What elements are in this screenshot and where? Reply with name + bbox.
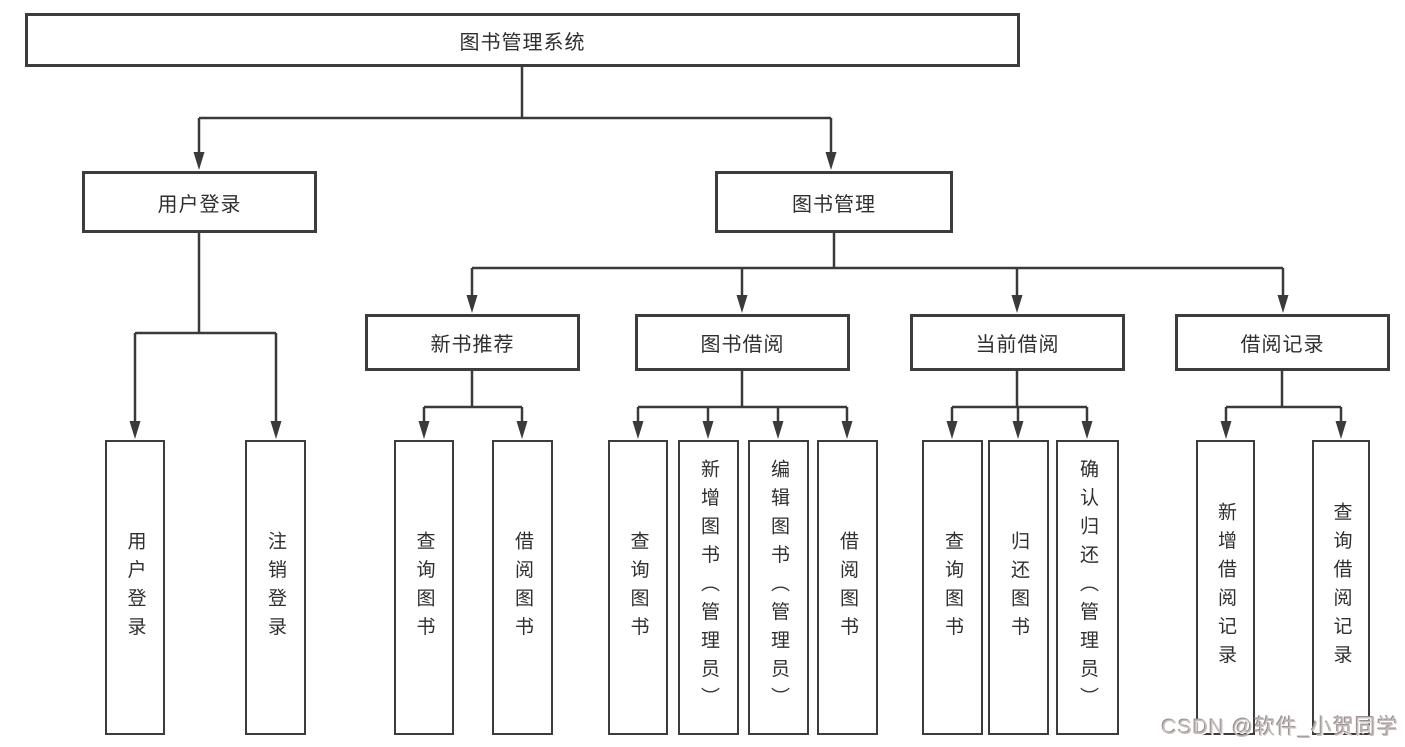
node-current-borrow-label: 当前借阅 xyxy=(975,334,1060,356)
node-current-borrow: 当前借阅 xyxy=(910,314,1125,371)
node-new-book-recommend-label: 新书推荐 xyxy=(430,334,515,356)
node-book-management-label: 图书管理 xyxy=(792,193,876,216)
leaf-logout: 注销登录 xyxy=(245,440,306,735)
leaf-return-books: 归还图书 xyxy=(988,440,1049,735)
leaf-label: 编辑图书（管理员） xyxy=(768,459,789,716)
leaf-label: 新增借阅记录 xyxy=(1215,502,1236,673)
leaf-edit-books-admin: 编辑图书（管理员） xyxy=(748,440,809,735)
leaf-add-books-admin: 新增图书（管理员） xyxy=(678,440,739,735)
node-root-label: 图书管理系统 xyxy=(459,31,586,54)
node-borrow-records: 借阅记录 xyxy=(1175,314,1390,371)
leaf-label: 查询图书 xyxy=(627,530,649,645)
leaf-query-borrow-record: 查询借阅记录 xyxy=(1312,440,1370,735)
leaf-label: 借阅图书 xyxy=(837,530,858,645)
leaf-label: 归还图书 xyxy=(1008,530,1029,645)
node-book-borrow: 图书借阅 xyxy=(635,314,850,371)
node-borrow-records-label: 借阅记录 xyxy=(1240,334,1325,356)
leaf-query-books-current: 查询图书 xyxy=(922,440,983,735)
leaf-add-borrow-record: 新增借阅记录 xyxy=(1196,440,1255,735)
node-user-login-label: 用户登录 xyxy=(157,193,242,216)
leaf-label: 借阅图书 xyxy=(512,530,533,645)
leaf-label: 查询图书 xyxy=(413,530,435,645)
node-book-borrow-label: 图书借阅 xyxy=(700,334,785,356)
node-root-system: 图书管理系统 xyxy=(25,13,1020,67)
leaf-label: 注销登录 xyxy=(265,530,286,645)
leaf-borrow-books-recommend: 借阅图书 xyxy=(492,440,553,735)
node-user-login: 用户登录 xyxy=(82,171,317,233)
leaf-query-books-borrow: 查询图书 xyxy=(608,440,668,735)
node-book-management: 图书管理 xyxy=(715,171,953,233)
leaf-label: 用户登录 xyxy=(124,530,146,645)
leaf-label: 查询借阅记录 xyxy=(1330,502,1352,673)
leaf-label: 确认归还（管理员） xyxy=(1077,459,1098,716)
leaf-label: 查询图书 xyxy=(942,530,963,645)
leaf-user-login: 用户登录 xyxy=(105,440,165,735)
leaf-query-books-recommend: 查询图书 xyxy=(394,440,454,735)
node-new-book-recommend: 新书推荐 xyxy=(365,314,580,371)
arrowheads xyxy=(129,152,1347,439)
leaf-confirm-return-admin: 确认归还（管理员） xyxy=(1056,440,1119,735)
leaf-label: 新增图书（管理员） xyxy=(698,459,719,716)
leaf-borrow-books: 借阅图书 xyxy=(817,440,878,735)
